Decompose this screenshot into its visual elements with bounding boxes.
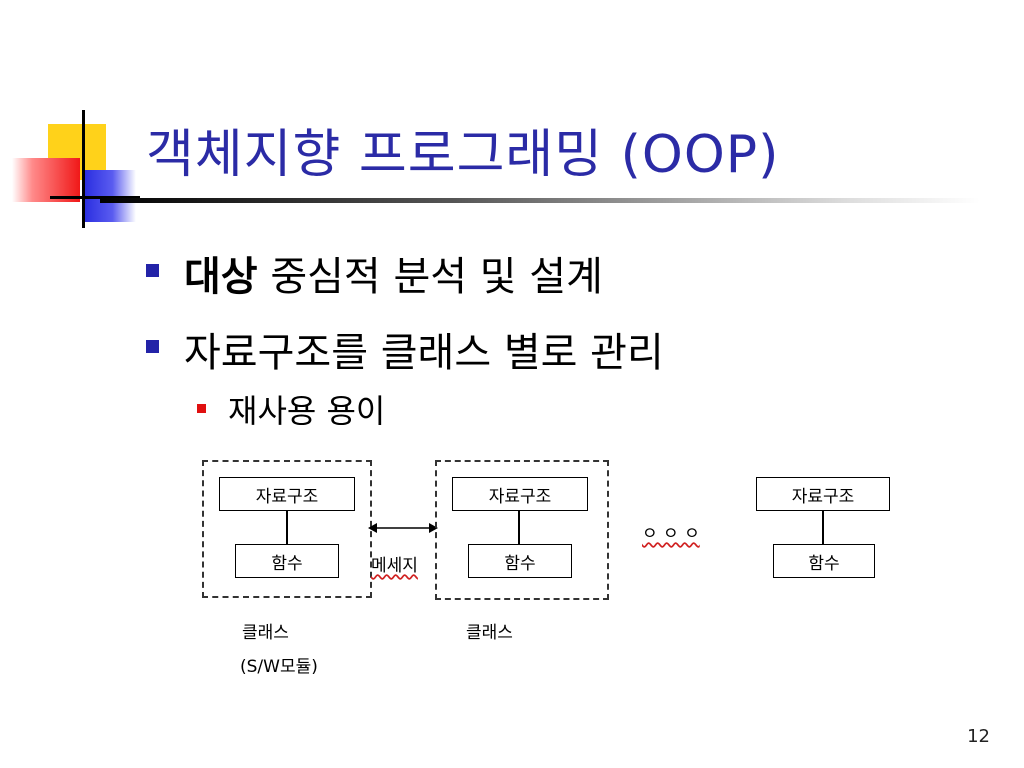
class1-func-box: 함수 — [235, 544, 339, 578]
bullet-2: 자료구조를 클래스 별로 관리 — [184, 330, 664, 376]
message-arrow — [368, 523, 438, 533]
class3-connector — [822, 511, 824, 544]
bullet-square-icon — [146, 340, 159, 353]
class1-label: 클래스 — [242, 623, 289, 643]
class2-label: 클래스 — [466, 623, 513, 643]
slide-title: 객체지향 프로그래밍 (OOP) — [146, 125, 780, 185]
class2-func-box: 함수 — [468, 544, 572, 578]
logo-red-square — [12, 158, 80, 202]
sub-bullet-1: 재사용 용이 — [228, 392, 386, 430]
bullet-1: 대상 중심적 분석 및 설계 — [184, 244, 603, 302]
page-number: 12 — [967, 726, 990, 747]
message-label: 메세지 — [371, 556, 418, 576]
logo-horizontal-line — [50, 196, 140, 199]
class2-container — [435, 460, 609, 600]
class1-sublabel: (S/W모듈) — [240, 657, 318, 677]
title-rule — [100, 198, 980, 203]
bullet-1-bold: 대상 — [184, 254, 258, 300]
logo-vertical-line — [82, 110, 85, 228]
class3-func-box: 함수 — [773, 544, 875, 578]
bullet-square-icon — [146, 264, 159, 277]
class2-data-box: 자료구조 — [452, 477, 588, 511]
bullet-1-rest: 중심적 분석 및 설계 — [257, 254, 603, 300]
class1-data-box: 자료구조 — [219, 477, 355, 511]
sub-bullet-square-icon — [197, 404, 206, 413]
class1-connector — [286, 511, 288, 544]
class2-connector — [518, 511, 520, 544]
class3-data-box: 자료구조 — [756, 477, 890, 511]
ellipsis-label: ㅇ ㅇ ㅇ — [642, 524, 700, 544]
